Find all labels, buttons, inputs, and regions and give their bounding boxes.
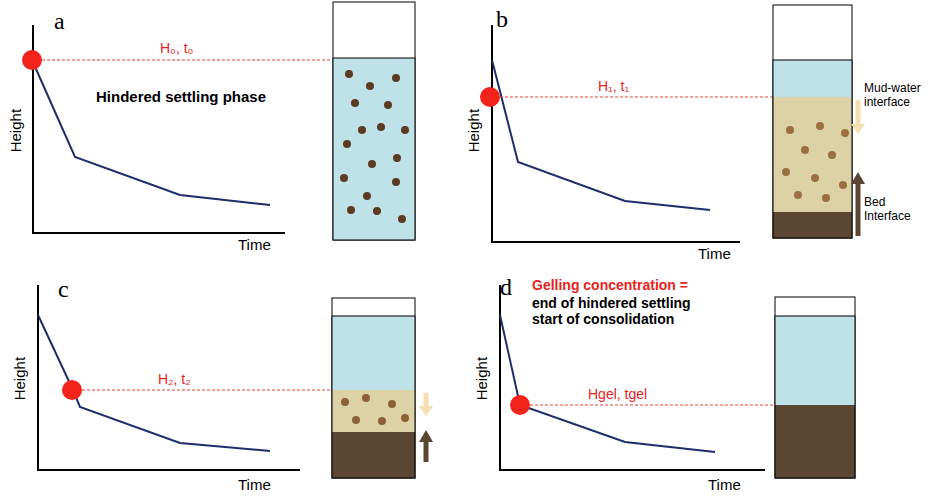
- settling-column-d: [775, 297, 855, 478]
- height-time-marker: Hgel, tgel: [588, 386, 647, 402]
- panel-a-graph: [22, 25, 332, 233]
- settling-column-c: [332, 298, 433, 478]
- axis-title: Height: [11, 357, 28, 400]
- panel-letter: a: [54, 8, 65, 36]
- gelling-label: Gelling concentration =: [532, 277, 688, 293]
- gelling-label: end of hindered settling start of consol…: [532, 295, 722, 327]
- axis-title: Time: [698, 245, 731, 262]
- height-time-marker: H₂, t₂: [158, 371, 191, 387]
- axis-title: Time: [238, 236, 271, 253]
- settling-column-a: [333, 2, 415, 240]
- interface-label: Bed Interface: [864, 196, 928, 224]
- height-time-marker: H₁, t₁: [598, 78, 629, 94]
- panel-c-graph: [38, 285, 332, 470]
- panel-letter: b: [496, 6, 508, 34]
- interface-label: Mud-water interface: [864, 82, 928, 110]
- panel-d-graph: [500, 285, 775, 470]
- settling-column-b: [773, 5, 865, 238]
- axis-title: Height: [473, 357, 490, 400]
- axis-title: Time: [238, 476, 271, 493]
- panel-letter: d: [500, 274, 512, 302]
- axis-title: Time: [708, 476, 741, 493]
- axis-title: Height: [7, 109, 24, 152]
- axis-title: Height: [465, 109, 482, 152]
- panel-b-graph: [480, 25, 773, 242]
- phase-label: Hindered settling phase: [96, 88, 296, 105]
- panel-letter: c: [58, 276, 69, 304]
- height-time-marker: H₀, t₀: [160, 40, 193, 56]
